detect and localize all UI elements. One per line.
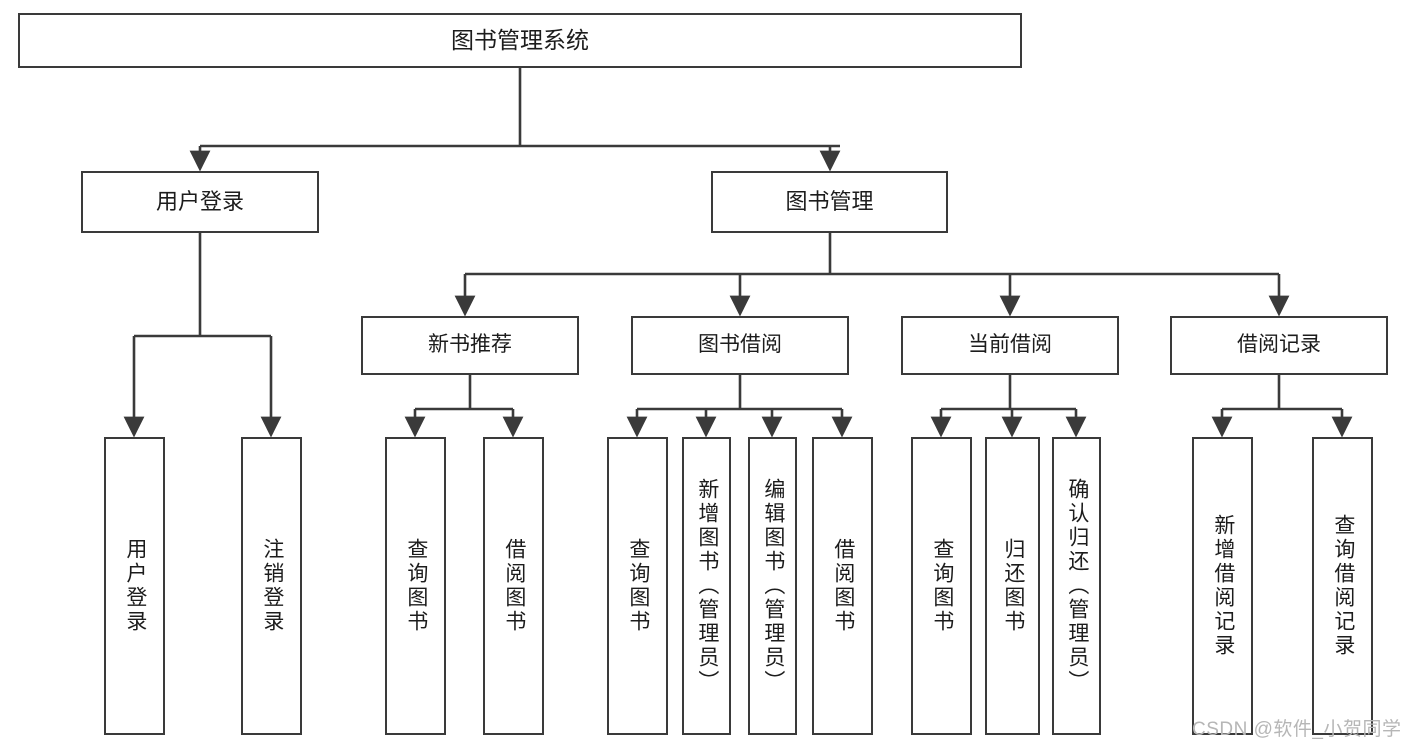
node-label: 查询借阅记录	[1331, 514, 1355, 658]
node-label: 借阅图书	[831, 538, 855, 634]
node-leaf-user-logout[interactable]: 注销登录	[241, 437, 302, 735]
node-leaf-borrow-book[interactable]: 借阅图书	[812, 437, 873, 735]
node-book-borrow[interactable]: 图书借阅	[631, 316, 849, 375]
edge-bookmanage-to-level2	[454, 233, 1290, 317]
node-leaf-query-borrow-record[interactable]: 查询借阅记录	[1312, 437, 1373, 735]
node-book-management[interactable]: 图书管理	[711, 171, 948, 233]
node-label: 查询图书	[930, 538, 954, 634]
node-leaf-edit-book-admin[interactable]: 编辑图书（管理员）	[748, 437, 797, 735]
node-label: 当前借阅	[968, 333, 1052, 357]
node-label: 用户登录	[155, 189, 244, 215]
node-leaf-query-book-recommend[interactable]: 查询图书	[385, 437, 446, 735]
node-borrow-record[interactable]: 借阅记录	[1170, 316, 1388, 375]
edge-currentborrow-to-leaves	[930, 375, 1087, 438]
node-label: 用户登录	[123, 538, 147, 634]
node-label: 查询图书	[626, 538, 650, 634]
edge-userlogin-to-leaves	[123, 233, 282, 438]
node-label: 归还图书	[1001, 538, 1025, 634]
node-current-borrow[interactable]: 当前借阅	[901, 316, 1119, 375]
node-label: 新书推荐	[428, 333, 512, 357]
node-label: 确认归还（管理员）	[1065, 478, 1089, 694]
node-label: 借阅图书	[502, 538, 526, 634]
node-user-login[interactable]: 用户登录	[81, 171, 319, 233]
node-label: 编辑图书（管理员）	[761, 478, 785, 694]
node-label: 图书管理系统	[451, 26, 589, 53]
edge-borrowrecord-to-leaves	[1211, 375, 1353, 438]
node-label: 注销登录	[260, 538, 284, 634]
node-leaf-add-book-admin[interactable]: 新增图书（管理员）	[682, 437, 731, 735]
node-leaf-query-book-borrow[interactable]: 查询图书	[607, 437, 668, 735]
node-root-book-management-system[interactable]: 图书管理系统	[18, 13, 1022, 68]
node-leaf-query-book-current[interactable]: 查询图书	[911, 437, 972, 735]
node-label: 新增图书（管理员）	[695, 478, 719, 694]
node-label: 图书借阅	[698, 333, 782, 357]
node-leaf-return-book[interactable]: 归还图书	[985, 437, 1040, 735]
node-leaf-user-login[interactable]: 用户登录	[104, 437, 165, 735]
node-label: 图书管理	[785, 189, 874, 215]
node-leaf-borrow-book-recommend[interactable]: 借阅图书	[483, 437, 544, 735]
node-leaf-add-borrow-record[interactable]: 新增借阅记录	[1192, 437, 1253, 735]
edge-bookborrow-to-leaves	[626, 375, 853, 438]
node-leaf-confirm-return-admin[interactable]: 确认归还（管理员）	[1052, 437, 1101, 735]
node-label: 借阅记录	[1237, 333, 1321, 357]
node-new-book-recommend[interactable]: 新书推荐	[361, 316, 579, 375]
edge-root-to-level1	[189, 68, 841, 172]
node-label: 查询图书	[404, 538, 428, 634]
node-label: 新增借阅记录	[1211, 514, 1235, 658]
edge-newbook-to-leaves	[404, 375, 524, 438]
